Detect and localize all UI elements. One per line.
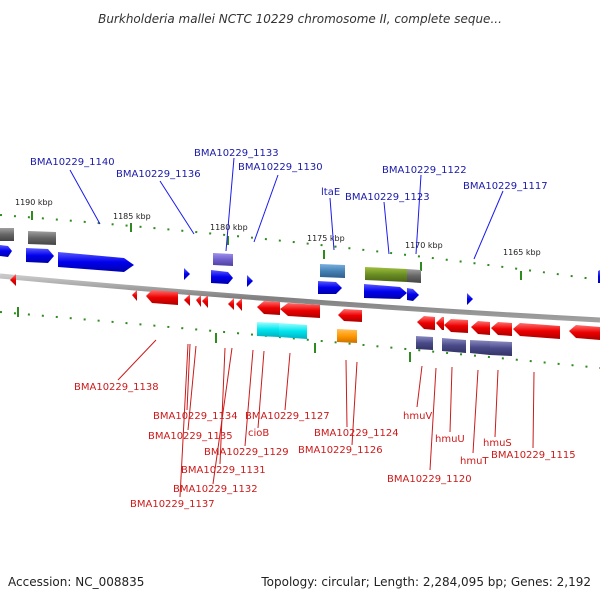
chromosome-backbone <box>0 273 600 323</box>
gene-arrow[interactable] <box>196 295 201 307</box>
gene-arrow[interactable] <box>211 270 233 284</box>
inner-feature-row <box>257 322 512 356</box>
gene-arrow[interactable] <box>407 269 421 283</box>
gene-arrow[interactable] <box>442 338 466 353</box>
gene-label[interactable]: hmuU <box>435 434 465 445</box>
gene-label[interactable]: BMA10229_1124 <box>314 428 399 439</box>
gene-arrow[interactable] <box>257 322 279 337</box>
scale-label: 1165 kbp <box>503 248 541 257</box>
gene-label[interactable]: BMA10229_1140 <box>30 157 115 168</box>
gene-label[interactable]: BMA10229_1133 <box>194 148 279 159</box>
gene-label[interactable]: BMA10229_1120 <box>387 474 472 485</box>
gene-arrow[interactable] <box>10 274 16 286</box>
gene-label[interactable]: BMA10229_1134 <box>153 411 238 422</box>
gene-arrow[interactable] <box>0 228 14 241</box>
gene-arrow[interactable] <box>184 294 190 306</box>
bottom-leader-lines <box>117 339 535 498</box>
gene-label[interactable]: BMA10229_1135 <box>148 431 233 442</box>
gene-arrow[interactable] <box>257 301 280 315</box>
gene-label[interactable]: BMA10229_1115 <box>491 450 576 461</box>
gene-arrow[interactable] <box>247 275 253 287</box>
gene-arrow[interactable] <box>491 322 512 336</box>
gene-arrow[interactable] <box>213 253 233 266</box>
gene-arrow[interactable] <box>338 309 362 322</box>
topology-text: Topology: circular; Length: 2,284,095 bp… <box>260 575 591 589</box>
gene-label[interactable]: BMA10229_1122 <box>382 165 467 176</box>
gene-arrow[interactable] <box>280 303 320 318</box>
forward-strand-row <box>0 245 600 305</box>
gene-arrow[interactable] <box>58 252 134 272</box>
gene-arrow[interactable] <box>467 293 473 305</box>
gene-arrow[interactable] <box>228 298 234 310</box>
gene-label[interactable]: hmuV <box>403 411 432 422</box>
gene-arrow[interactable] <box>470 340 490 355</box>
gene-arrow[interactable] <box>184 268 190 280</box>
outer-feature-row <box>0 228 421 283</box>
gene-arrow[interactable] <box>417 316 435 330</box>
top-leader-lines <box>69 157 504 260</box>
scale-label: 1170 kbp <box>405 241 443 250</box>
gene-arrow[interactable] <box>320 264 345 278</box>
gene-arrow[interactable] <box>407 288 419 301</box>
gene-label[interactable]: BMA10229_1136 <box>116 169 201 180</box>
gene-label[interactable]: BMA10229_1130 <box>238 162 323 173</box>
gene-label[interactable]: BMA10229_1131 <box>181 465 266 476</box>
map-title: Burkholderia mallei NCTC 10229 chromosom… <box>98 12 502 26</box>
gene-label[interactable]: BMA10229_1129 <box>204 447 289 458</box>
gene-arrow[interactable] <box>416 336 433 350</box>
reverse-strand-row <box>10 274 600 340</box>
gene-arrow[interactable] <box>436 317 444 330</box>
gene-label[interactable]: BMA10229_1127 <box>245 411 330 422</box>
gene-arrow[interactable] <box>279 323 307 339</box>
gene-arrow[interactable] <box>0 245 12 257</box>
gene-arrow[interactable] <box>202 295 208 308</box>
gene-arrow[interactable] <box>513 323 560 339</box>
gene-label[interactable]: BMA10229_1117 <box>463 181 548 192</box>
major-ticks <box>17 211 522 362</box>
gene-arrow[interactable] <box>365 267 407 282</box>
scale-label: 1175 kbp <box>307 234 345 243</box>
gene-label[interactable]: BMA10229_1123 <box>345 192 430 203</box>
gene-arrow[interactable] <box>490 341 512 356</box>
gene-arrow[interactable] <box>318 281 342 294</box>
gene-arrow[interactable] <box>26 248 54 263</box>
gene-label[interactable]: hmuS <box>483 438 512 449</box>
scale-label: 1185 kbp <box>113 212 151 221</box>
gene-label[interactable]: BMA10229_1137 <box>130 499 215 510</box>
gene-arrow[interactable] <box>444 319 468 333</box>
gene-arrow[interactable] <box>28 231 56 245</box>
gene-arrow[interactable] <box>569 325 600 340</box>
gene-label[interactable]: cioB <box>248 428 269 439</box>
upper-tick-arc <box>0 214 600 281</box>
scale-label: 1180 kbp <box>210 223 248 232</box>
gene-label[interactable]: ltaE <box>321 187 340 198</box>
gene-label[interactable]: BMA10229_1126 <box>298 445 383 456</box>
gene-arrow[interactable] <box>337 329 357 343</box>
lower-tick-arc <box>0 311 600 369</box>
gene-arrow[interactable] <box>132 290 137 301</box>
gene-label[interactable]: BMA10229_1132 <box>173 484 258 495</box>
scale-label: 1190 kbp <box>15 198 53 207</box>
gene-label[interactable]: BMA10229_1138 <box>74 382 159 393</box>
gene-arrow[interactable] <box>471 321 490 335</box>
gene-arrow[interactable] <box>364 284 407 299</box>
gene-arrow[interactable] <box>236 298 242 311</box>
accession-text: Accession: NC_008835 <box>8 575 144 589</box>
gene-arrow[interactable] <box>146 290 178 305</box>
gene-label[interactable]: hmuT <box>460 456 489 467</box>
